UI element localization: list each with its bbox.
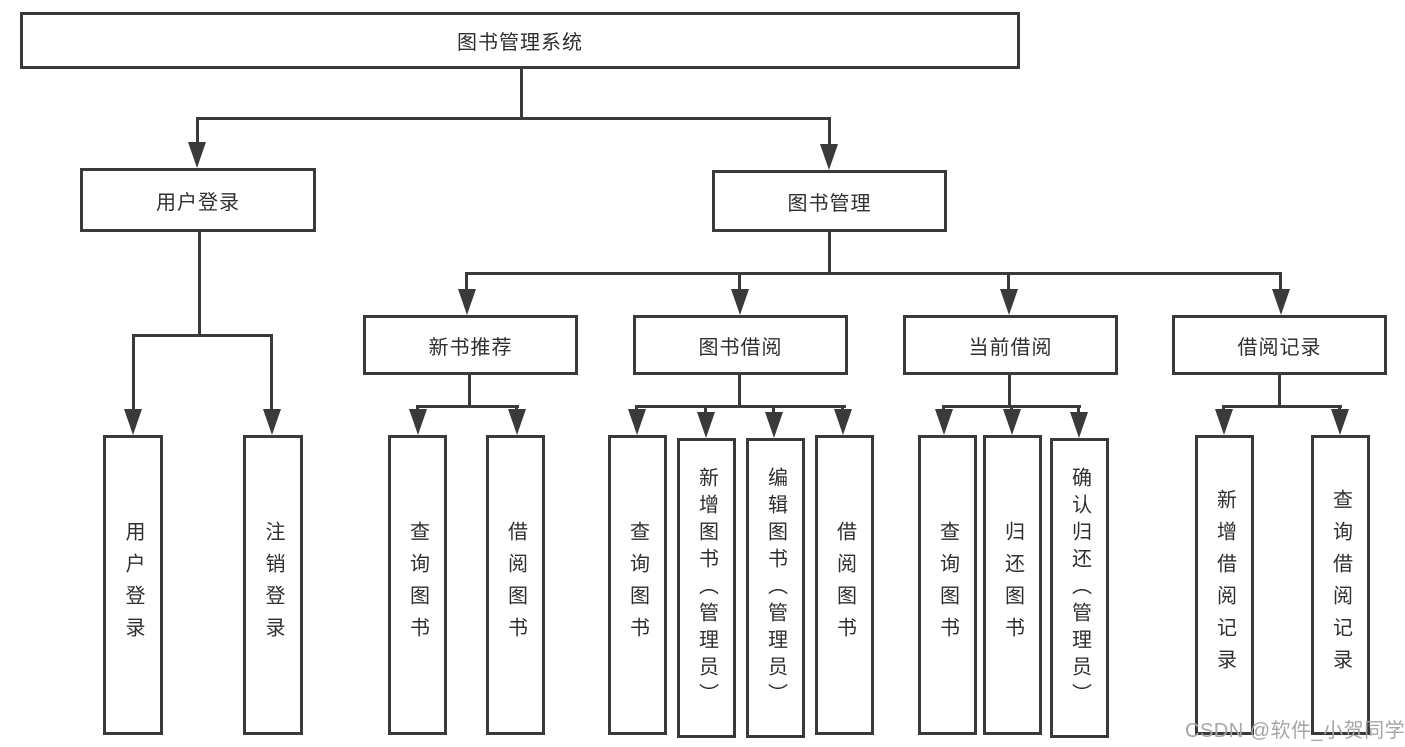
connector-vline [1008,375,1011,408]
csdn-watermark: CSDN @软件_小贺同学 [1185,720,1405,742]
leaf-query-books-borrow-label: 查询图书 [626,521,649,649]
leaf-logout-login-label: 注销登录 [262,521,284,649]
leaf-return-books-label: 归还图书 [1001,521,1024,649]
connector-vline [465,272,468,294]
arrow-down-icon [1003,409,1021,435]
leaf-user-login: 用户登录 [103,435,163,735]
leaf-query-books-current-label: 查询图书 [936,521,959,649]
node-root: 图书管理系统 [20,12,1020,69]
leaf-query-borrow-record: 查询借阅记录 [1311,435,1370,735]
connector-hline [416,405,519,408]
node-user-login-label: 用户登录 [156,191,240,214]
node-book-management-label: 图书管理 [787,192,872,215]
connector-hline [1222,405,1342,408]
leaf-query-books-recommend-label: 查询图书 [406,521,429,649]
arrow-down-icon [1215,409,1233,435]
leaf-confirm-return-admin-label: 确认归还（管理员） [1068,466,1091,710]
arrow-down-icon [458,289,476,315]
connector-vline [196,117,199,147]
leaf-edit-book-admin: 编辑图书（管理员） [746,438,805,738]
arrow-down-icon [188,142,206,168]
leaf-add-book-admin: 新增图书（管理员） [677,438,736,738]
node-current-borrow: 当前借阅 [903,315,1118,375]
leaf-query-books-current: 查询图书 [918,435,977,735]
arrow-down-icon [508,409,526,435]
node-borrow-records-label: 借阅记录 [1237,336,1322,359]
arrow-down-icon [834,409,852,435]
node-book-borrow-label: 图书借阅 [698,336,783,359]
connector-vline [198,232,201,337]
arrow-down-icon [1070,412,1088,438]
leaf-user-login-label: 用户登录 [122,521,144,649]
leaf-add-book-admin-label: 新增图书（管理员） [695,466,718,710]
connector-vline [468,375,471,408]
node-root-label: 图书管理系统 [457,32,583,54]
arrow-down-icon [820,144,838,170]
connector-vline [738,272,741,294]
connector-vline [1007,272,1010,294]
leaf-confirm-return-admin: 确认归还（管理员） [1050,438,1109,738]
connector-vline [1278,375,1281,408]
leaf-add-borrow-record: 新增借阅记录 [1195,435,1254,735]
arrow-down-icon [1331,409,1349,435]
arrow-down-icon [628,409,646,435]
connector-vline [132,334,135,414]
connector-vline [1279,272,1282,294]
arrow-down-icon [409,409,427,435]
arrow-down-icon [765,412,783,438]
node-user-login: 用户登录 [80,168,316,232]
leaf-add-borrow-record-label: 新增借阅记录 [1213,489,1236,681]
leaf-edit-book-admin-label: 编辑图书（管理员） [764,466,787,710]
arrow-down-icon [935,409,953,435]
connector-vline [270,334,273,414]
leaf-return-books: 归还图书 [983,435,1042,735]
leaf-query-books-recommend: 查询图书 [388,435,447,735]
arrow-down-icon [731,289,749,315]
leaf-borrow-books-recommend: 借阅图书 [486,435,545,735]
node-borrow-records: 借阅记录 [1172,315,1387,375]
leaf-logout-login: 注销登录 [243,435,303,735]
node-new-book-recommend: 新书推荐 [363,315,578,375]
arrow-down-icon [263,409,281,435]
leaf-query-books-borrow: 查询图书 [608,435,667,735]
connector-hline [132,334,273,337]
connector-vline [520,69,523,120]
connector-hline [196,117,831,120]
leaf-borrow-books-borrow: 借阅图书 [815,435,874,735]
leaf-borrow-books-recommend-label: 借阅图书 [504,521,527,649]
arrow-down-icon [697,412,715,438]
arrow-down-icon [1272,289,1290,315]
connector-vline [738,375,741,408]
arrow-down-icon [124,409,142,435]
connector-vline [828,117,831,147]
connector-vline [828,232,831,275]
leaf-borrow-books-borrow-label: 借阅图书 [833,521,856,649]
node-book-borrow: 图书借阅 [633,315,848,375]
connector-hline [635,405,846,408]
connector-hline [466,272,1282,275]
node-book-management: 图书管理 [712,170,947,232]
leaf-query-borrow-record-label: 查询借阅记录 [1329,489,1352,681]
node-current-borrow-label: 当前借阅 [968,336,1053,359]
arrow-down-icon [1000,289,1018,315]
node-new-book-recommend-label: 新书推荐 [428,336,513,359]
